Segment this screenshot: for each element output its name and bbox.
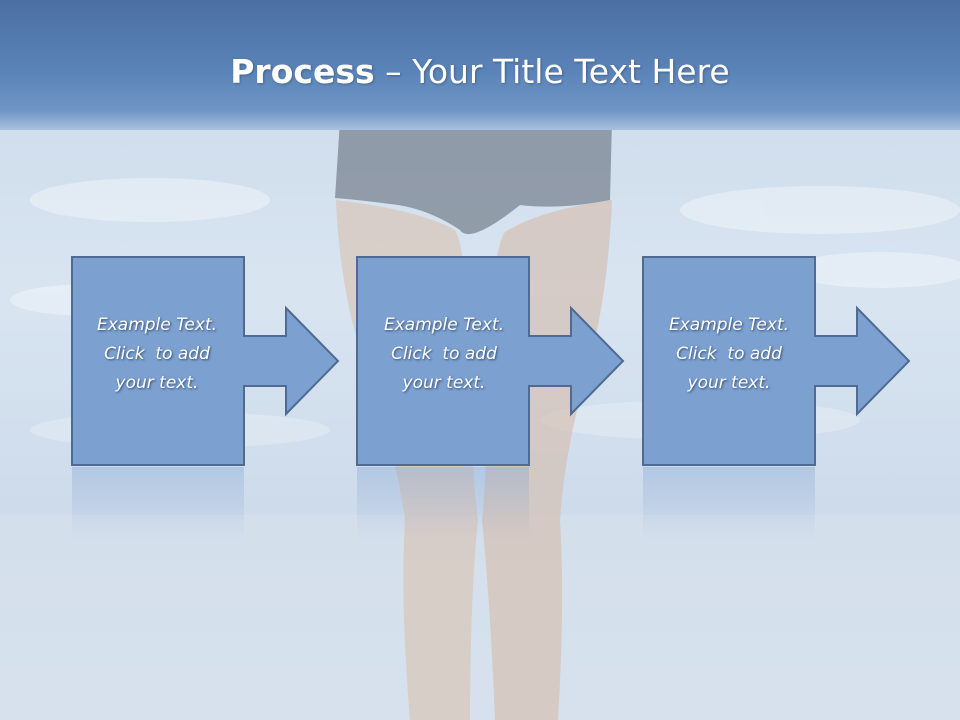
step-shape <box>71 256 340 466</box>
step-3-text[interactable]: Example Text. Click to add your text. <box>645 311 813 398</box>
step-2-line-1: Example Text. <box>383 315 505 335</box>
step-shape-reflection <box>643 467 815 540</box>
title-bold: Process <box>230 52 375 91</box>
title-rest: – Your Title Text Here <box>374 52 730 91</box>
step-shape <box>356 256 625 466</box>
process-step-3[interactable] <box>642 256 911 540</box>
step-1-line-3: your text. <box>115 373 199 393</box>
process-step-1[interactable] <box>71 256 340 540</box>
step-3-line-3: your text. <box>687 373 771 393</box>
step-1-line-2: Click to add <box>104 344 210 364</box>
step-shape-reflection <box>357 467 529 540</box>
step-2-text[interactable]: Example Text. Click to add your text. <box>360 311 528 398</box>
step-shape-reflection <box>72 467 244 540</box>
step-1-text[interactable]: Example Text. Click to add your text. <box>73 311 241 398</box>
slide-title[interactable]: Process – Your Title Text Here <box>0 52 960 91</box>
step-shape <box>642 256 911 466</box>
process-step-2[interactable] <box>356 256 625 540</box>
step-3-line-2: Click to add <box>676 344 782 364</box>
step-2-line-3: your text. <box>402 373 486 393</box>
step-1-line-1: Example Text. <box>96 315 218 335</box>
title-bar <box>0 0 960 130</box>
step-3-line-1: Example Text. <box>668 315 790 335</box>
step-2-line-2: Click to add <box>391 344 497 364</box>
